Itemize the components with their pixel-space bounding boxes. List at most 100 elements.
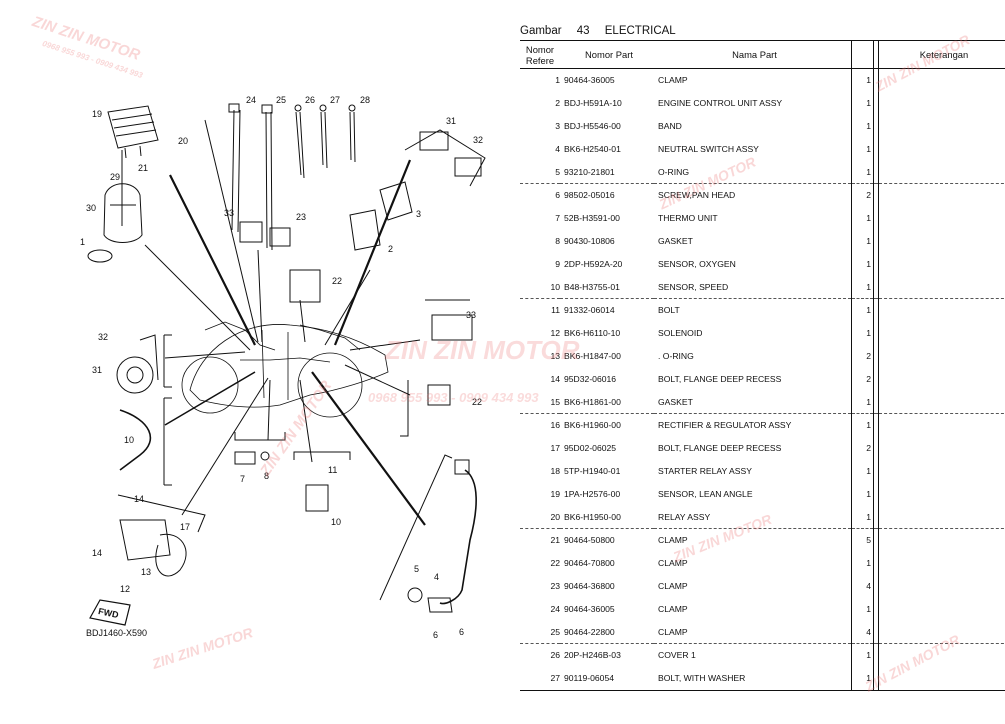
row-ref: 19 [550, 488, 560, 499]
row-gap [873, 182, 879, 207]
callout-32: 32 [98, 332, 108, 342]
relay-parts [239, 221, 291, 247]
callout-16: 19 [92, 109, 102, 119]
callout-29: 32 [473, 135, 483, 145]
callout-31: 31 [92, 365, 102, 375]
row-part-name: GASKET [658, 235, 693, 246]
row-gap [873, 252, 879, 276]
row-part-name: CLAMP [658, 603, 688, 614]
callout-11: 11 [328, 465, 337, 475]
row-note [878, 137, 1005, 161]
row-part-number: 5TP-H1940-01 [564, 465, 621, 476]
row-part-name: SENSOR, OXYGEN [658, 258, 736, 269]
callout-17: 20 [178, 136, 188, 146]
row-part-name: CLAMP [658, 558, 688, 569]
gambar-label: Gambar [520, 25, 562, 37]
row-note [878, 275, 1005, 299]
row-note [878, 344, 1005, 368]
row-ref: 18 [550, 465, 560, 476]
callout-14b: 14 [92, 548, 102, 558]
row-part-name: NEUTRAL SWITCH ASSY [658, 143, 759, 154]
row-part-number: BDJ-H591A-10 [564, 98, 622, 109]
row-note [878, 551, 1005, 575]
row-part-name: THERMO UNIT [658, 213, 718, 224]
ecu-part [349, 181, 413, 251]
row-gap [873, 597, 879, 621]
row-quantity: 1 [851, 114, 874, 138]
row-ref: 20 [550, 511, 560, 522]
row-note [878, 229, 1005, 253]
callout-20: 23 [296, 212, 306, 222]
row-gap [873, 574, 879, 598]
row-ref: 11 [520, 297, 560, 322]
row-gap [873, 344, 879, 368]
callout-15: 17 [180, 522, 190, 532]
row-part-number: 90464-70800 [564, 558, 615, 569]
col-header-name: Nama Part [654, 40, 852, 69]
callout-24: 27 [330, 95, 340, 105]
row-gap [873, 91, 879, 115]
callout-10: 10 [331, 517, 341, 527]
row-note [878, 252, 1005, 276]
figure-title: ELECTRICAL [604, 25, 676, 37]
col-header-gap [873, 40, 879, 69]
row-ref: 25 [550, 626, 560, 637]
thermo-unit-part [234, 451, 256, 465]
row-note [878, 390, 1005, 414]
row-part-name: RELAY ASSY [658, 511, 711, 522]
row-quantity: 1 [851, 91, 874, 115]
row-part-number: BK6-H1861-00 [564, 396, 621, 407]
row-quantity: 1 [851, 160, 874, 184]
row-part-name: RECTIFIER & REGULATOR ASSY [654, 412, 852, 437]
row-part-number: BK6-H1847-00 [564, 350, 621, 361]
row-ref: 4 [555, 143, 560, 154]
row-quantity: 1 [851, 642, 874, 667]
row-gap [873, 412, 879, 437]
col-header-note: Keterangan [878, 40, 1005, 69]
row-ref: 27 [520, 666, 560, 691]
row-part-name: BOLT, WITH WASHER [654, 666, 852, 691]
row-ref: 26 [520, 642, 560, 667]
row-quantity: 2 [851, 182, 874, 207]
row-note [878, 666, 1005, 691]
row-gap [873, 137, 879, 161]
row-part-number: 20P-H246B-03 [560, 642, 654, 667]
row-part-number: B48-H3755-01 [564, 281, 620, 292]
row-part-name: BOLT [654, 297, 852, 322]
row-quantity: 2 [851, 344, 874, 368]
row-quantity: 1 [851, 551, 874, 575]
row-gap [873, 505, 879, 529]
row-gap [873, 551, 879, 575]
neutral-switch-harness [439, 469, 477, 605]
row-note [878, 182, 1005, 207]
row-part-number: 2DP-H592A-20 [564, 258, 623, 269]
oxygen-sensor-part [119, 409, 152, 471]
row-note [878, 68, 1005, 92]
callout-22: 25 [276, 95, 286, 105]
row-gap [873, 459, 879, 483]
callout-26: 29 [110, 172, 120, 182]
callout-14: 14 [134, 494, 144, 504]
callout-25: 28 [360, 95, 370, 105]
callout-3: 3 [416, 209, 421, 219]
callout-7: 7 [240, 474, 245, 484]
col-header-ref: Nomor Refere [520, 40, 560, 69]
row-ref: 24 [550, 603, 560, 614]
row-note [878, 574, 1005, 598]
row-quantity: 1 [851, 68, 874, 92]
sensor-part [454, 157, 482, 177]
row-ref: 17 [550, 443, 560, 454]
callout-4: 4 [434, 572, 439, 582]
diagram-drawing: 19 20 21 29 30 1 24 25 26 27 28 33 23 31… [80, 95, 486, 640]
row-quantity: 1 [851, 666, 874, 691]
